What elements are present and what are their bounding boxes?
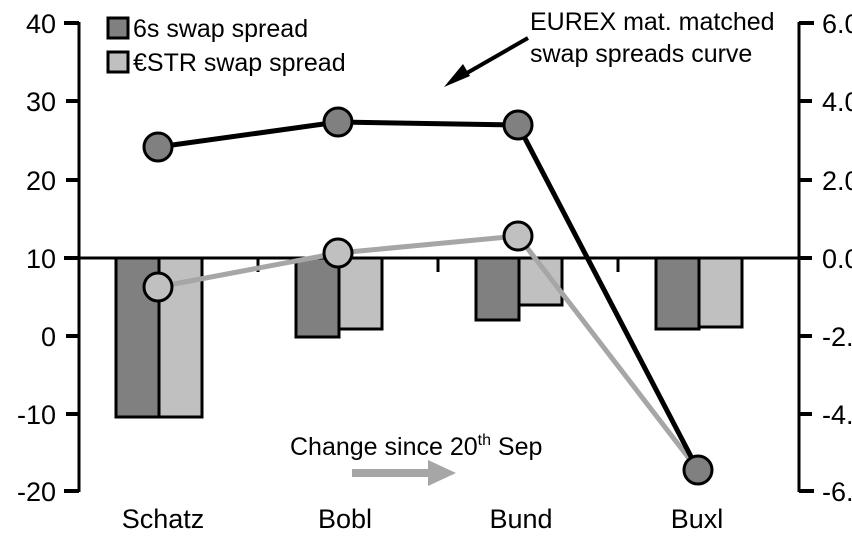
change-since-before: Change since 20: [290, 433, 478, 461]
left-tick-label-neg20: -20: [17, 477, 56, 507]
change-since-annotation: Change since 20th Sep: [290, 432, 542, 486]
left-tick-label-40: 40: [26, 9, 56, 39]
bar-bobl-estr: [337, 256, 384, 331]
legend-label-6s: 6s swap spread: [133, 15, 308, 43]
right-tick-label-6: 6.0: [822, 9, 852, 39]
right-tick-label-2: 2.0: [822, 166, 852, 196]
cat-label-bund: Bund: [489, 504, 552, 534]
bar-buxl-6s: [654, 256, 701, 331]
marker-estr-bobl: [322, 237, 354, 269]
right-axis: 6.0 4.0 2.0 0.0 -2.0 -4.0 -6.0: [797, 9, 852, 507]
left-tick-label-30: 30: [26, 87, 56, 117]
marker-eurex-schatz: [142, 131, 174, 163]
right-tick-label-neg4: -4.0: [822, 400, 852, 430]
bar-buxl-estr: [697, 256, 744, 329]
right-tick-label-neg6: -6.0: [822, 477, 852, 507]
change-arrow-icon: [352, 460, 456, 486]
marker-eurex-bobl: [322, 106, 354, 138]
legend-swatch-estr: [106, 50, 130, 74]
left-tick-label-neg10: -10: [17, 400, 56, 430]
right-tick-label-0: 0.0: [822, 244, 852, 274]
curve-callout-line1: EUREX mat. matched: [530, 8, 775, 36]
marker-estr-schatz: [142, 271, 174, 303]
left-tick-label-20: 20: [26, 166, 56, 196]
cat-label-buxl: Buxl: [671, 504, 724, 534]
chart-legend: 6s swap spread €STR swap spread: [106, 15, 346, 77]
left-axis: 40 30 20 10 0 -10 -20: [17, 9, 81, 507]
marker-eurex-bund: [502, 109, 534, 141]
legend-item-6s[interactable]: 6s swap spread: [106, 15, 308, 43]
change-since-text: Change since 20th Sep: [290, 432, 542, 461]
marker-eurex-buxl: [682, 454, 714, 486]
legend-label-estr: €STR swap spread: [133, 49, 346, 77]
bar-bund-6s: [474, 256, 521, 322]
right-tick-label-4: 4.0: [822, 87, 852, 117]
bar-group-schatz: [114, 256, 204, 419]
estr-change-line: [157, 233, 700, 472]
bar-bobl-6s: [294, 256, 341, 339]
callout-arrow-icon: [444, 36, 529, 87]
legend-swatch-6s: [106, 16, 130, 40]
right-tick-label-neg2: -2.0: [822, 322, 852, 352]
cat-label-schatz: Schatz: [122, 504, 205, 534]
left-tick-label-0: 0: [41, 322, 56, 352]
bar-group-bobl: [294, 256, 384, 339]
curve-callout-annotation: EUREX mat. matched swap spreads curve: [444, 8, 775, 87]
cat-label-bobl: Bobl: [318, 504, 372, 534]
estr-change-markers: [142, 220, 534, 303]
marker-estr-bund: [502, 220, 534, 252]
curve-callout-line2: swap spreads curve: [530, 40, 752, 68]
bar-group-buxl: [654, 256, 744, 331]
left-tick-label-10: 10: [26, 244, 56, 274]
change-since-superscript: th: [478, 432, 491, 449]
legend-item-estr[interactable]: €STR swap spread: [106, 49, 346, 77]
eurex-curve-line: [157, 119, 701, 472]
change-since-after: Sep: [491, 433, 542, 461]
category-labels: Schatz Bobl Bund Buxl: [122, 504, 724, 534]
eurex-curve-markers: [142, 106, 714, 486]
